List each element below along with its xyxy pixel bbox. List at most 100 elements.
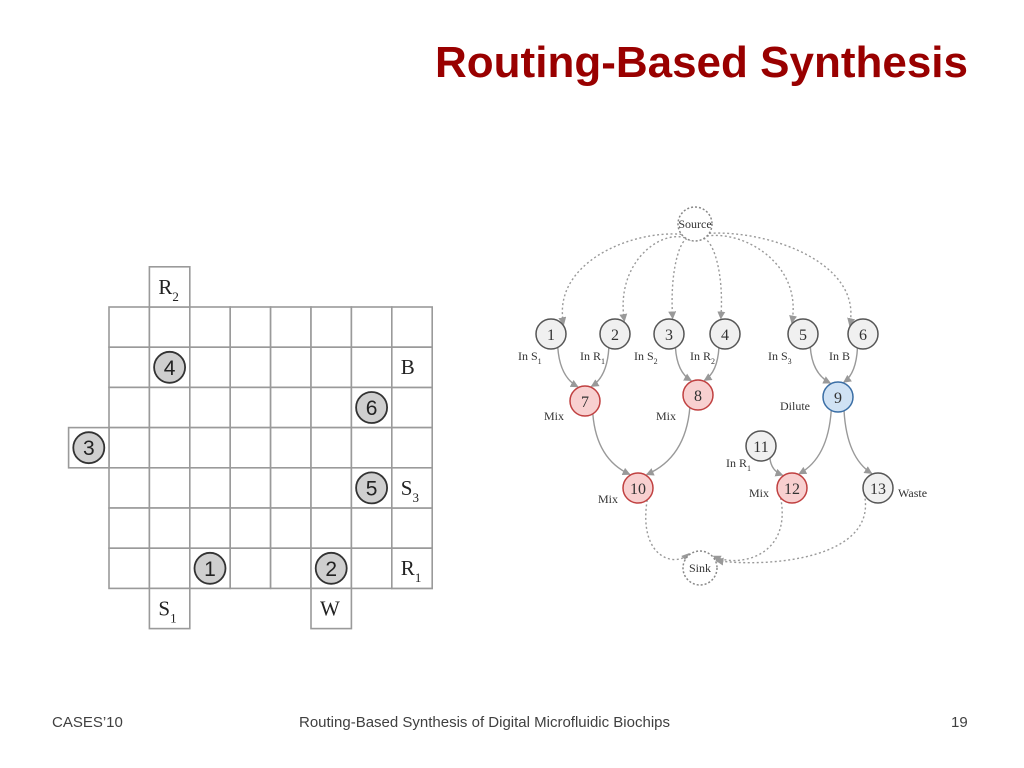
operation-label: In R2 [690, 349, 715, 366]
grid-cell [350, 507, 393, 550]
operation-label: In R1 [580, 349, 605, 366]
graph-node-label: 2 [611, 327, 619, 344]
operation-subscript: 1 [747, 464, 751, 473]
graph-node-label: 7 [581, 394, 589, 411]
operation-label: Mix [656, 409, 676, 423]
grid-cell [148, 507, 191, 550]
graph-edge-9-12 [798, 410, 832, 475]
grid-cell [148, 426, 191, 469]
grid-cell [390, 386, 433, 429]
graph-node-label: Source [678, 217, 711, 231]
graph-node-13 [862, 472, 894, 504]
grid-cell [269, 346, 312, 389]
graph-node-label: 3 [665, 327, 673, 344]
grid-cell [350, 547, 393, 590]
graph-node-3 [653, 318, 685, 350]
droplet-label: 6 [366, 397, 378, 420]
graph-node-1 [535, 318, 567, 350]
grid-cell [229, 386, 272, 429]
grid-cell [189, 346, 232, 389]
operation-text: In R [580, 349, 601, 363]
reservoir-label: R1 [401, 556, 422, 585]
droplet [355, 471, 389, 505]
graph-node-10 [622, 472, 654, 504]
grid-cell [229, 547, 272, 590]
grid-cell [108, 306, 151, 349]
grid-cell [269, 426, 312, 469]
operation-subscript: 2 [654, 357, 658, 366]
graph-node-source [677, 206, 713, 242]
reservoir-cell [390, 547, 433, 590]
grid-cell [269, 466, 312, 509]
graph-edge-3-8 [674, 347, 692, 382]
graph-edge-5-9 [809, 347, 832, 384]
operation-text: In S [768, 349, 788, 363]
grid-cell [390, 507, 433, 550]
reservoir-cell [148, 587, 191, 630]
droplet [153, 350, 187, 384]
grid-cell [310, 386, 353, 429]
reservoir-label: R2 [158, 275, 179, 304]
operation-label: In R1 [726, 456, 751, 473]
graph-edge-source-2 [619, 235, 686, 323]
operation-text: In R [690, 349, 711, 363]
grid-cell [350, 346, 393, 389]
operation-label: In S2 [634, 349, 658, 366]
operation-subscript: 2 [711, 357, 715, 366]
reservoir-label: S1 [158, 596, 176, 625]
reservoir-letter: W [320, 596, 340, 620]
footer-paper-title: Routing-Based Synthesis of Digital Micro… [299, 714, 671, 731]
grid-cell [229, 306, 272, 349]
operation-label: Waste [898, 486, 927, 500]
reservoir-letter: R [401, 556, 415, 580]
droplet [193, 551, 227, 585]
reservoir-letter: S [158, 596, 170, 620]
reservoir-subscript: 3 [412, 490, 419, 505]
grid-cell [390, 306, 433, 349]
graph-edge-1-7 [557, 347, 579, 388]
operation-label: Mix [544, 409, 564, 423]
graph-edge-source-4 [698, 237, 726, 320]
graph-node-5 [787, 318, 819, 350]
graph-edge-4-8 [703, 347, 720, 381]
graph-edge-source-5 [706, 234, 798, 324]
operation-label: In S3 [768, 349, 792, 366]
grid-cell [189, 466, 232, 509]
operation-subscript: 1 [601, 357, 605, 366]
graph-node-11 [745, 430, 777, 462]
grid-cell [229, 507, 272, 550]
graph-edge-11-12 [769, 457, 784, 477]
operation-label: In S1 [518, 349, 542, 366]
graph-edge-13-sink [715, 494, 867, 566]
grid-cell [310, 306, 353, 349]
operation-text: In R [726, 456, 747, 470]
graph-node-label: 5 [799, 327, 807, 344]
graph-node-7 [569, 385, 601, 417]
grid-cell [148, 386, 191, 429]
grid-cell [148, 466, 191, 509]
grid-cell [350, 306, 393, 349]
graph-edge-12-sink [712, 497, 783, 563]
operation-label: Dilute [780, 399, 810, 413]
grid-cell [229, 426, 272, 469]
grid-cell [148, 306, 191, 349]
grid-cell [310, 426, 353, 469]
operation-subscript: 3 [788, 357, 792, 366]
graph-node-2 [599, 318, 631, 350]
graph-node-label: 6 [859, 327, 867, 344]
grid-cell [108, 386, 151, 429]
operation-text: In B [829, 349, 850, 363]
grid-cell [108, 426, 151, 469]
grid-cell [310, 466, 353, 509]
grid-cell [269, 306, 312, 349]
droplet-label: 4 [164, 357, 176, 380]
grid-cell [189, 386, 232, 429]
grid-cell [310, 346, 353, 389]
reservoir-label: W [320, 596, 340, 620]
graph-edge-source-6 [709, 232, 856, 327]
operation-text: In S [518, 349, 538, 363]
reservoir-letter: R [158, 275, 172, 299]
graph-node-sink [682, 550, 718, 586]
operation-text: Mix [749, 486, 769, 500]
